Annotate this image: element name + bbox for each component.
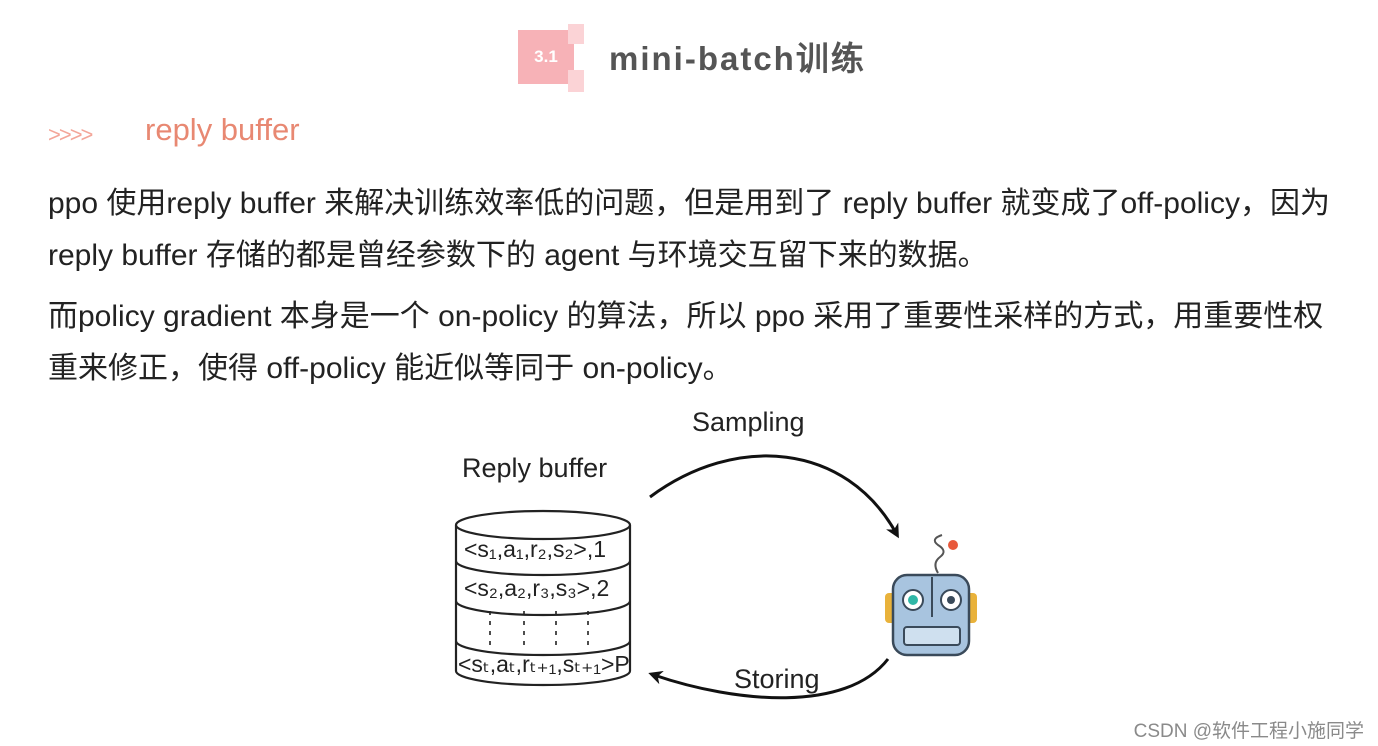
section-badge: 3.1 <box>518 24 584 92</box>
robot-agent-icon <box>885 534 977 657</box>
storing-label: Storing <box>734 664 820 694</box>
section-title: mini-batch训练 <box>609 40 866 77</box>
storing-arrow-icon <box>648 658 890 700</box>
buffer-label: Reply buffer <box>462 453 607 483</box>
watermark: CSDN @软件工程小施同学 <box>1133 721 1364 742</box>
section-number: 3.1 <box>534 47 558 66</box>
paragraph-2: 而policy gradient 本身是一个 on-policy 的算法，所以 … <box>48 300 1324 385</box>
subsection-title: reply buffer <box>145 112 300 147</box>
buffer-row-1: <s₁,a₁,r₂,s₂>,1 <box>464 536 606 562</box>
section-heading: 3.1 mini-batch训练 <box>0 22 1378 92</box>
chevrons-icon: >>>> <box>48 122 93 147</box>
buffer-row-2: <s₂,a₂,r₃,s₃>,2 <box>464 575 609 601</box>
sampling-arrow-icon <box>649 454 899 539</box>
database-cylinder-icon <box>454 509 632 687</box>
paragraph-1: ppo 使用reply buffer 来解决训练效率低的问题，但是用到了 rep… <box>48 187 1330 272</box>
reply-buffer-figure: Reply buffer Sampling Storing <s₁,a₁,r₂,… <box>446 403 984 712</box>
buffer-row-3: <sₜ,aₜ,rₜ₊₁,sₜ₊₁>P <box>458 651 630 677</box>
sampling-label: Sampling <box>692 407 805 437</box>
